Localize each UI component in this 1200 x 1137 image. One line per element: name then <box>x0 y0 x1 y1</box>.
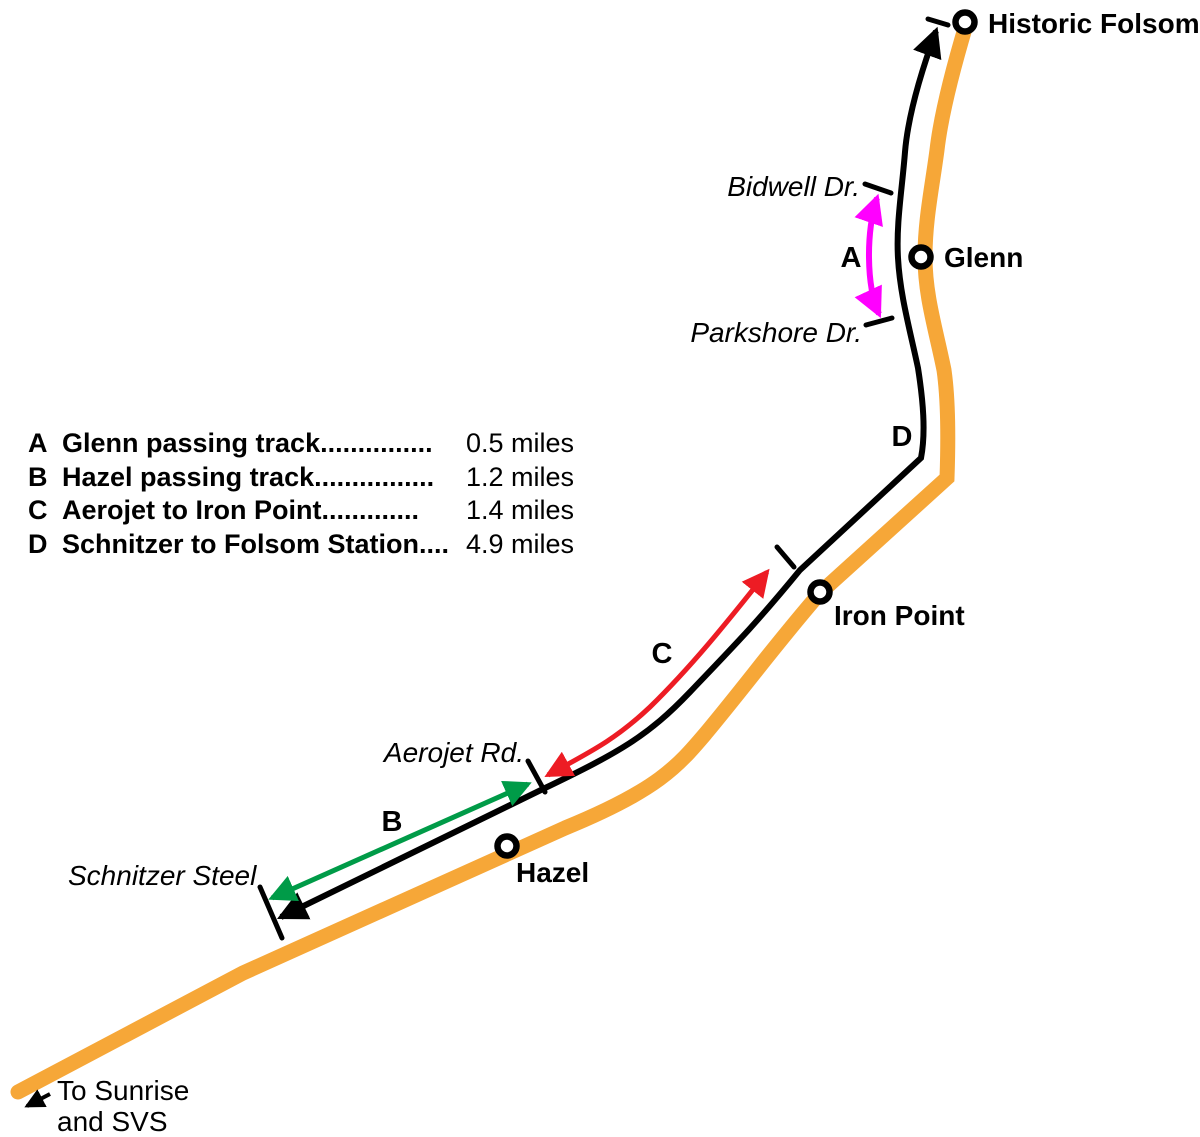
segment-letter-b: B <box>382 806 403 838</box>
segment-c-arrow <box>544 568 770 778</box>
legend-row-c: C Aerojet to Iron Point............. 1.4… <box>28 495 574 525</box>
segment-letter-a: A <box>841 242 862 274</box>
road-label-aerojet: Aerojet Rd. <box>382 737 524 768</box>
legend-label-d: Schnitzer to Folsom Station.... <box>62 529 449 559</box>
legend-label-b: Hazel passing track................ <box>62 462 434 492</box>
legend-row-d: D Schnitzer to Folsom Station.... 4.9 mi… <box>28 529 574 559</box>
station-label-hazel: Hazel <box>516 857 589 888</box>
legend: A Glenn passing track............... 0.5… <box>28 428 574 559</box>
legend-letter-d: D <box>28 529 48 559</box>
tick-aerojet <box>525 758 548 795</box>
road-label-bidwell: Bidwell Dr. <box>727 171 860 202</box>
legend-value-b: 1.2 miles <box>466 462 574 492</box>
station-label-iron-point: Iron Point <box>834 600 965 631</box>
tick-folsom-station <box>925 16 951 28</box>
legend-value-d: 4.9 miles <box>466 529 574 559</box>
tick-schnitzer <box>257 884 285 941</box>
station-marker-historic-folsom <box>952 9 978 35</box>
road-label-schnitzer: Schnitzer Steel <box>68 860 257 891</box>
station-label-glenn: Glenn <box>944 242 1023 273</box>
segment-letter-d: D <box>892 421 913 453</box>
tick-bidwell <box>862 181 894 196</box>
station-marker-hazel <box>494 833 520 859</box>
legend-row-b: B Hazel passing track................ 1.… <box>28 462 574 492</box>
segment-a-arrow <box>854 193 883 319</box>
segment-letter-c: C <box>652 638 673 670</box>
road-label-parkshore: Parkshore Dr. <box>690 317 862 348</box>
legend-label-a: Glenn passing track............... <box>62 428 433 458</box>
tick-parkshore <box>863 315 895 328</box>
legend-value-c: 1.4 miles <box>466 495 574 525</box>
offmap-label-line1: To Sunrise <box>57 1075 189 1106</box>
station-label-historic-folsom: Historic Folsom <box>988 8 1200 39</box>
legend-letter-a: A <box>28 428 48 458</box>
sunrise-direction-arrow <box>24 1089 51 1108</box>
station-marker-iron-point <box>807 579 833 605</box>
offmap-label-line2: and SVS <box>57 1106 168 1137</box>
legend-letter-b: B <box>28 462 48 492</box>
legend-label-c: Aerojet to Iron Point............. <box>62 495 419 525</box>
segment-b-arrow <box>268 780 532 902</box>
tick-iron-point <box>774 544 797 570</box>
legend-value-a: 0.5 miles <box>466 428 574 458</box>
legend-letter-c: C <box>28 495 48 525</box>
station-marker-glenn <box>908 244 934 270</box>
legend-row-a: A Glenn passing track............... 0.5… <box>28 428 574 458</box>
